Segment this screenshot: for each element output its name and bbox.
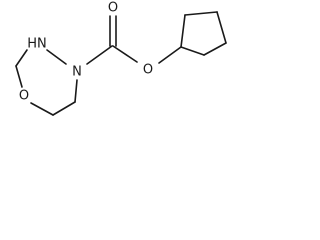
bond-n-c-carbonyl	[86, 45, 113, 65]
bond-cp-2	[203, 42, 227, 56]
bond-n-nh	[46, 49, 67, 65]
atom-o-ester-label: O	[143, 63, 153, 78]
bond-c-o-ester	[112, 45, 138, 63]
bond-ch2-n	[74, 79, 78, 103]
bond-nh-ch2	[15, 49, 28, 67]
atom-o-ring-label: O	[19, 89, 29, 104]
bond-cp-4	[184, 11, 218, 16]
bond-o-ester-ch	[158, 46, 182, 64]
atom-nh-label: HN	[27, 37, 47, 52]
atom-o-carbonyl-label: O	[108, 1, 118, 16]
bond-cp-1	[180, 46, 205, 56]
bond-cp-3	[216, 11, 227, 44]
bond-cp-5	[180, 14, 186, 48]
molecule-svg: HN N O O O	[15, 1, 227, 116]
bond-ch2-ch2	[52, 101, 76, 116]
bond-ch2-o-ring	[15, 65, 23, 88]
chemical-structure-diagram: HN N O O O	[0, 0, 250, 136]
atom-n-label: N	[72, 65, 82, 80]
bond-o-ring-ch2	[30, 102, 54, 116]
